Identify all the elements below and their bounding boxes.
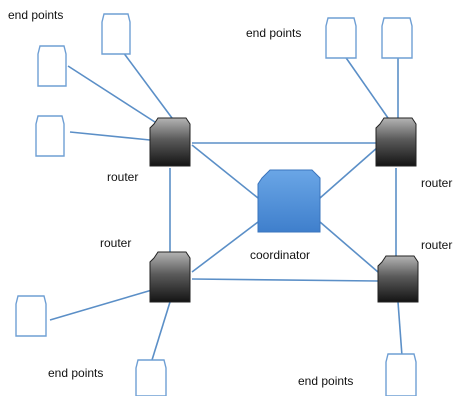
end-point-icon (15, 295, 47, 337)
label-end-points-top-right: end points (246, 26, 302, 40)
end-point-icon (385, 353, 417, 396)
router-icon (377, 255, 419, 303)
link-rtl-ep1 (119, 47, 173, 119)
end-point-icon (135, 359, 167, 396)
end-point-icon (325, 17, 357, 59)
coordinator-icon (257, 169, 321, 233)
label-router-bottom-left: router (100, 236, 132, 250)
label-router-top-left: router (107, 170, 139, 184)
link-rbr-coord (319, 221, 379, 273)
label-end-points-bottom-right: end points (298, 374, 354, 388)
label-router-top-right: router (421, 176, 453, 190)
label-router-bottom-right: router (421, 238, 453, 252)
link-rbl-rbr (191, 278, 379, 282)
end-point-icon (37, 45, 67, 87)
label-coordinator: coordinator (250, 248, 311, 262)
router-icon (375, 117, 417, 167)
end-point-icon (35, 115, 65, 157)
link-rtl-ep3 (69, 131, 151, 141)
link-rbl-ep2 (151, 301, 171, 361)
link-rbl-ep1 (49, 289, 153, 321)
connection-lines (49, 47, 403, 361)
link-rbr-ep1 (397, 301, 403, 357)
link-rtl-ep2 (67, 65, 159, 125)
link-rtr-coord (319, 146, 379, 199)
link-rtl-coord (191, 144, 259, 199)
link-rtr-ep1 (341, 51, 389, 119)
router-icon (149, 251, 191, 303)
end-point-icon (381, 17, 413, 59)
end-point-icon (101, 13, 131, 55)
link-rbl-coord (191, 221, 259, 273)
label-end-points-bottom-left: end points (48, 366, 104, 380)
router-icon (149, 117, 191, 167)
label-end-points-top-left: end points (8, 8, 64, 22)
